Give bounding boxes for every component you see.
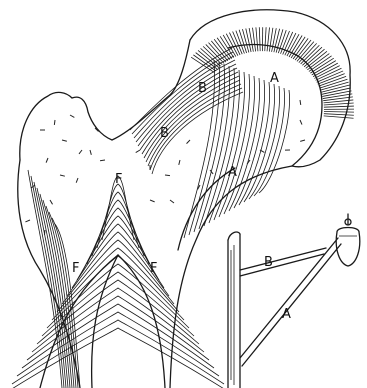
label-crane-b: B [264, 255, 273, 270]
label-neck-b: B [160, 126, 169, 141]
label-head-a: A [270, 71, 279, 86]
label-trochanter-f: F [115, 172, 122, 187]
crane-bracket-analogy: B A [228, 214, 360, 388]
label-neck-a: A [228, 165, 237, 180]
trabeculae-arcuate-b [130, 48, 243, 174]
label-shaft-f-right: F [150, 261, 157, 276]
trabeculae-trochanter-f [7, 176, 229, 388]
trabeculae-shaft-left [28, 170, 80, 388]
crane-brace-a [240, 238, 338, 358]
lamp-icon [336, 214, 360, 266]
label-shaft-f-left: F [72, 261, 79, 276]
label-head-b: B [198, 81, 207, 96]
label-crane-a: A [282, 307, 291, 322]
cancellous-stipple [25, 100, 305, 235]
crane-brace-b [240, 248, 326, 270]
